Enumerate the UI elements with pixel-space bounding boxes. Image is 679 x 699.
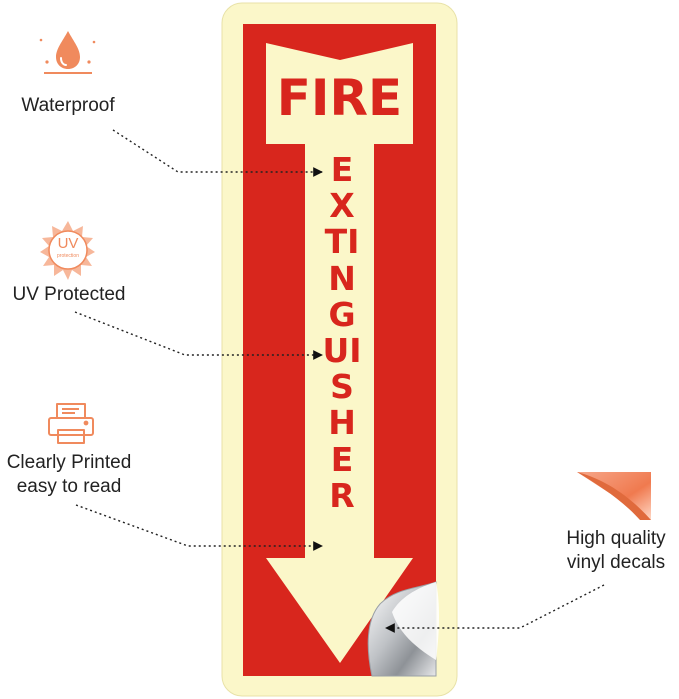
peel-corner-icon	[577, 472, 651, 520]
feature-label-printed: Clearly Printed easy to read	[0, 451, 138, 499]
feature-label-line: Clearly Printed	[6, 452, 132, 473]
feature-label-line: UV Protected	[12, 284, 126, 305]
feature-label-line: easy to read	[16, 476, 122, 497]
sign-top-word: FIRE	[276, 69, 403, 127]
sign-arrow	[266, 43, 413, 663]
sign-vertical-word: EXTINGUISHER	[322, 150, 362, 515]
feature-label-waterproof: Waterproof	[6, 94, 130, 118]
callout-line-waterproof	[112, 129, 323, 177]
callout-line-vinyl	[385, 584, 605, 633]
uv-icon-subtext: protection	[57, 253, 79, 259]
feature-label-line: High quality	[566, 528, 666, 549]
sign-peel-fold	[392, 582, 439, 660]
feature-label-uv: UV Protected	[2, 283, 136, 307]
uv-icon-text: UV	[57, 235, 79, 252]
uv-sun-icon	[40, 221, 95, 280]
printer-icon	[48, 403, 94, 444]
water-drop-icon	[39, 31, 96, 74]
feature-label-line: Waterproof	[21, 95, 115, 116]
feature-label-line: vinyl decals	[566, 552, 666, 573]
feature-label-vinyl: High quality vinyl decals	[556, 527, 676, 575]
